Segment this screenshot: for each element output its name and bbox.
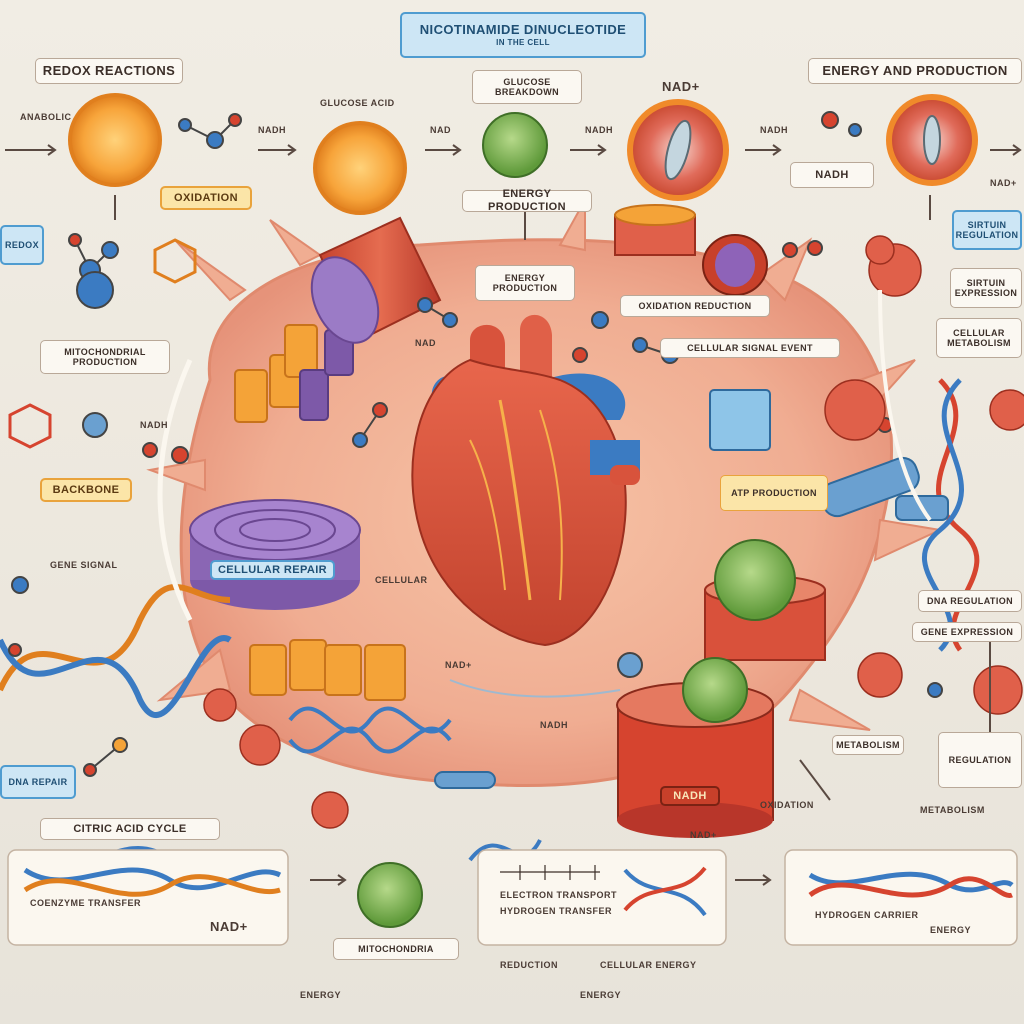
mitochondrion-disk bbox=[189, 499, 361, 610]
label-mitochondrial-production: MITOCHONDRIAL PRODUCTION bbox=[40, 340, 170, 374]
label-cofactor: COENZYME TRANSFER bbox=[30, 898, 142, 908]
cylinder-top-left bbox=[310, 216, 442, 344]
label-cellular-repair: CELLULAR REPAIR bbox=[210, 560, 335, 580]
label-metabolism-bottom-right: METABOLISM bbox=[920, 805, 985, 815]
label-cellular-bottom: CELLULAR bbox=[375, 575, 428, 585]
label-nadh-arrow1: NADH bbox=[258, 125, 286, 135]
label-backbone: BACKBONE bbox=[40, 478, 132, 502]
label-cellular-energy: CELLULAR ENERGY bbox=[600, 960, 697, 970]
label-gene-signal: GENE SIGNAL bbox=[50, 560, 118, 570]
label-sirtuin-left: REDOX bbox=[0, 225, 44, 265]
hexagons bbox=[8, 238, 197, 449]
title-line1: NICOTINAMIDE DINUCLEOTIDE bbox=[419, 21, 627, 37]
label-oxidation-left: OXIDATION bbox=[160, 186, 252, 210]
label-reduction-bottom: REDUCTION bbox=[500, 960, 558, 970]
label-oxidation-bottom: OXIDATION bbox=[760, 800, 814, 810]
label-dna-regulation: DNA REGULATION bbox=[918, 590, 1022, 612]
label-hydrogen-carrier: HYDROGEN CARRIER bbox=[815, 910, 919, 920]
label-nad-bottom1: NAD+ bbox=[445, 660, 472, 670]
label-nadh-dark: NADH bbox=[660, 786, 720, 806]
label-nad-plus-bottom: NAD+ bbox=[210, 919, 248, 934]
label-nad-top: NAD+ bbox=[662, 79, 700, 94]
title-box: NICOTINAMIDE DINUCLEOTIDE IN THE CELL bbox=[400, 12, 646, 58]
label-energy-bottom: ENERGY bbox=[300, 990, 342, 1000]
label-electron-transport: ELECTRON TRANSPORT bbox=[500, 890, 617, 900]
cylinder-right-top bbox=[614, 204, 768, 296]
dna-left bbox=[0, 584, 232, 718]
label-sirtuin-expression: SIRTUIN EXPRESSION bbox=[950, 268, 1022, 308]
label-nad-right: NAD+ bbox=[990, 178, 1017, 188]
label-atp-production: ATP PRODUCTION bbox=[720, 475, 828, 511]
label-energy-production-top: ENERGY AND PRODUCTION bbox=[808, 58, 1022, 84]
bottom-panel-2 bbox=[477, 849, 727, 946]
bottom-panel-3 bbox=[784, 849, 1018, 946]
label-nadh-box: NADH bbox=[790, 162, 874, 188]
label-dna-repair: DNA REPAIR bbox=[0, 765, 76, 799]
label-anabolic-left: ANABOLIC bbox=[20, 112, 72, 122]
label-nad-bottom2: NAD+ bbox=[690, 830, 717, 840]
label-nad-mid: NAD bbox=[415, 338, 436, 348]
label-mitochondria: MITOCHONDRIA bbox=[333, 938, 459, 960]
title-line2: IN THE CELL bbox=[496, 37, 550, 47]
label-energy-mid: ENERGY bbox=[580, 990, 622, 1000]
label-regulation-right: REGULATION bbox=[938, 732, 1022, 788]
label-hydrogen-transfer: HYDROGEN TRANSFER bbox=[500, 906, 613, 916]
label-metabolism-right: METABOLISM bbox=[832, 735, 904, 755]
orange-blocks bbox=[234, 324, 406, 701]
label-nadh-small: NADH bbox=[540, 720, 568, 730]
label-cellular-metabolism: CELLULAR METABOLISM bbox=[936, 318, 1022, 358]
label-cellular-signal: CELLULAR SIGNAL EVENT bbox=[660, 338, 840, 358]
label-redox-reactions: REDOX REACTIONS bbox=[35, 58, 183, 84]
label-nadh-arrow2: NADH bbox=[585, 125, 613, 135]
label-gene-expression: GENE EXPRESSION bbox=[912, 622, 1022, 642]
label-glucose-acid: GLUCOSE ACID bbox=[320, 98, 395, 108]
bottom-panel-1 bbox=[7, 849, 289, 946]
label-nad-arrow1: NAD bbox=[430, 125, 451, 135]
label-energy: ENERGY bbox=[930, 925, 972, 935]
label-nadh-arrow3: NADH bbox=[760, 125, 788, 135]
mito-sections bbox=[627, 94, 978, 201]
green-proteins bbox=[357, 112, 796, 928]
orange-slices bbox=[68, 93, 407, 215]
red-blobs bbox=[203, 235, 1024, 829]
label-energy-production-center: ENERGY PRODUCTION bbox=[462, 188, 592, 213]
label-oxidation-reduction: OXIDATION REDUCTION bbox=[620, 295, 770, 317]
heart bbox=[411, 314, 640, 647]
label-sirtuin-regulation: SIRTUIN REGULATION bbox=[952, 210, 1022, 250]
label-energy-production-center2: ENERGY PRODUCTION bbox=[475, 265, 575, 301]
label-citric-acid-cycle: CITRIC ACID CYCLE bbox=[40, 818, 220, 840]
label-glucose-breakdown: GLUCOSE BREAKDOWN bbox=[472, 70, 582, 104]
label-nadh-left: NADH bbox=[140, 420, 168, 430]
